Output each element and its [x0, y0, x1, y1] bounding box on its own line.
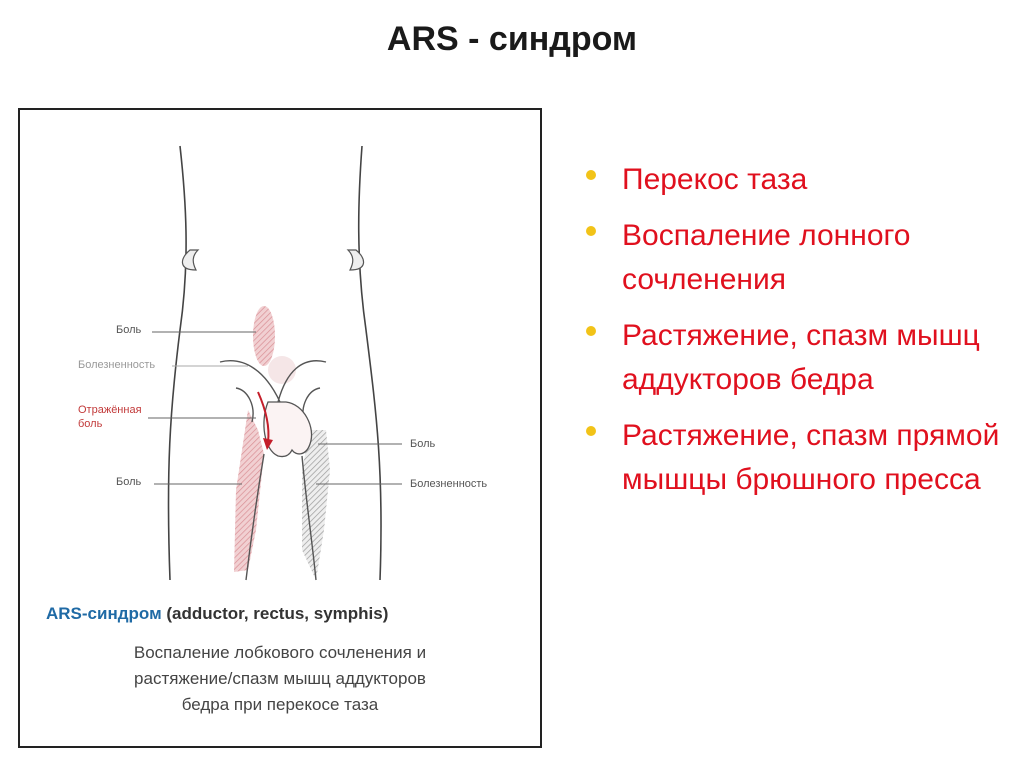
- slide-title: ARS - синдром: [386, 20, 638, 58]
- referred-pain-arrow: [257, 391, 270, 443]
- anatomy-illustration: [148, 145, 402, 581]
- caption-line-3: бедра при перекосе таза: [181, 695, 379, 714]
- label-referred-pain-2: боль: [78, 418, 103, 430]
- caption-title: ARS-синдром (adductor, rectus, symphis): [46, 604, 388, 624]
- label-referred-pain-1: Отражённая: [78, 404, 142, 416]
- inguinal-right: [277, 360, 327, 403]
- label-pain-right: Боль: [410, 438, 436, 450]
- bullet-dot-icon: [586, 226, 596, 236]
- right-hip-mark: [346, 249, 365, 271]
- bullet-item: Перекос таза: [584, 158, 1004, 202]
- bullet-text: Перекос таза: [622, 163, 808, 196]
- inguinal-left: [219, 360, 281, 403]
- caption-line-2: растяжение/спазм мышц аддукторов: [134, 669, 426, 688]
- bullet-text: Растяжение, спазм прямой мышцы брюшного …: [622, 419, 1000, 496]
- torso-left-outline: [167, 145, 187, 581]
- bullet-item: Растяжение, спазм прямой мышцы брюшного …: [584, 414, 1004, 502]
- caption-text: Воспаление лобкового сочленения и растяж…: [60, 640, 500, 718]
- right-leg-inner: [301, 455, 317, 581]
- caption-line-1: Воспаление лобкового сочленения и: [133, 643, 427, 662]
- bullet-list: Перекос таза Воспаление лонного сочленен…: [584, 158, 1004, 514]
- label-pain-top: Боль: [116, 324, 142, 336]
- tenderness-zone-pubis: [268, 356, 296, 384]
- label-tenderness-left: Болезненность: [78, 359, 156, 371]
- caption-title-latin: (adductor, rectus, symphis): [166, 604, 389, 623]
- label-pain-bottom-left: Боль: [116, 476, 142, 488]
- bullet-text: Воспаление лонного сочленения: [622, 219, 911, 296]
- bullet-item: Растяжение, спазм мышц аддукторов бедра: [584, 314, 1004, 402]
- bullet-dot-icon: [586, 326, 596, 336]
- left-leg-inner: [245, 453, 265, 581]
- bullet-item: Воспаление лонного сочленения: [584, 214, 1004, 302]
- left-hip-mark: [181, 249, 200, 271]
- torso-right-outline: [357, 145, 382, 581]
- referred-pain-arrowhead: [263, 438, 273, 450]
- bullet-text: Растяжение, спазм мышц аддукторов бедра: [622, 319, 980, 396]
- caption-title-ars: ARS-синдром: [46, 604, 162, 623]
- tenderness-zone-right-thigh: [302, 430, 330, 580]
- label-tenderness-right: Болезненность: [410, 478, 488, 490]
- pain-zone-left-thigh: [234, 410, 264, 572]
- genital-outline: [263, 401, 313, 458]
- pain-zone-abdomen: [253, 306, 275, 366]
- anatomy-figure: Боль Болезненность Отражённая боль Боль …: [18, 108, 542, 748]
- bullet-dot-icon: [586, 426, 596, 436]
- bullet-dot-icon: [586, 170, 596, 180]
